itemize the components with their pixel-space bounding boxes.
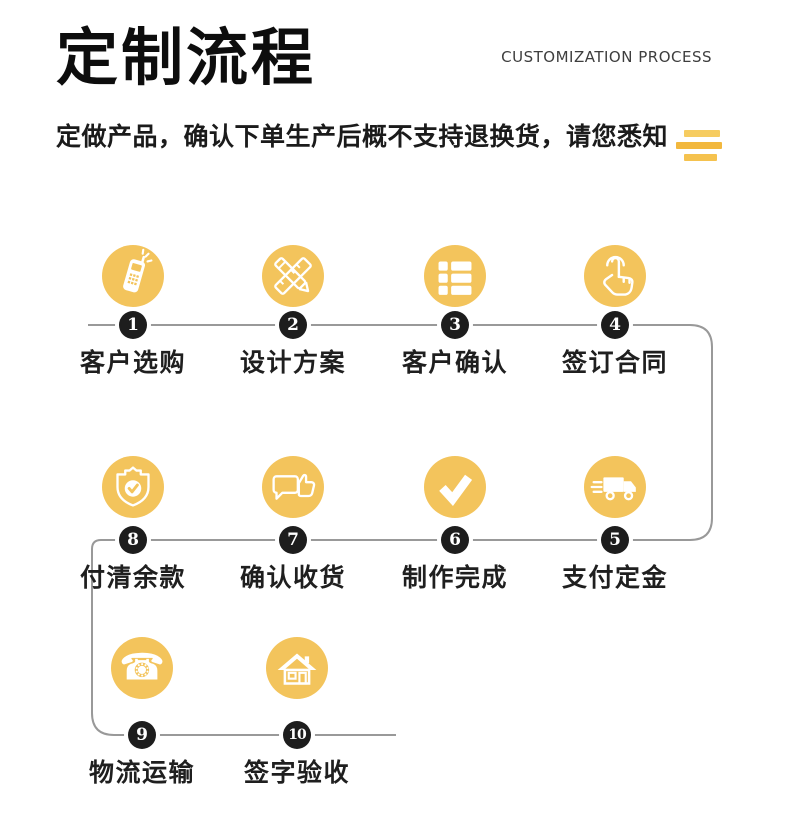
step-label: 客户选购 [79,348,186,377]
step-8: 8 付清余款 [53,456,213,594]
hamburger-bar [684,130,720,137]
step-5: 5 支付定金 [535,456,695,594]
step-number-badge: 4 [601,311,629,339]
step-number-badge: 7 [279,526,307,554]
step-label: 签订合同 [561,348,668,377]
step-label: 物流运输 [88,758,195,787]
step-label: 制作完成 [401,563,508,592]
thumbs-up-bubble-icon [262,456,324,518]
step-number-badge: 9 [128,721,156,749]
step-9: ☎ 9 物流运输 [62,637,222,789]
step-4: 4 签订合同 [535,245,695,379]
step-label: 设计方案 [239,348,346,377]
cellphone-icon [102,245,164,307]
delivery-truck-icon [584,456,646,518]
ruler-pencil-icon [262,245,324,307]
step-label: 支付定金 [561,563,668,592]
step-2: 2 设计方案 [213,245,373,379]
step-label: 客户确认 [401,348,508,377]
hamburger-bar [684,154,717,161]
step-number-badge: 2 [279,311,307,339]
step-3: 3 客户确认 [375,245,535,379]
step-number-badge: 10 [283,721,311,749]
checkmark-icon [424,456,486,518]
list-icon [424,245,486,307]
step-number-badge: 5 [601,526,629,554]
svg-text:☎: ☎ [119,646,165,689]
step-10: 10 签字验收 [217,637,377,789]
page-subtitle-english: CUSTOMIZATION PROCESS [501,48,712,66]
step-7: 7 确认收货 [213,456,373,594]
step-label: 签字验收 [243,758,350,787]
house-icon [266,637,328,699]
page-title: 定制流程 [56,21,317,94]
step-number-badge: 6 [441,526,469,554]
tap-hand-icon [584,245,646,307]
hamburger-bar [676,142,722,149]
return-policy-notice: 定做产品，确认下单生产后概不支持退换货，请您悉知 [56,122,669,151]
step-6: 6 制作完成 [375,456,535,594]
step-number-badge: 1 [119,311,147,339]
step-number-badge: 8 [119,526,147,554]
step-number-badge: 3 [441,311,469,339]
step-label: 确认收货 [239,563,346,592]
step-1: 1 客户选购 [53,245,213,379]
telephone-icon: ☎ [111,637,173,699]
step-label: 付清余款 [79,563,186,592]
shield-check-icon [102,456,164,518]
hamburger-icon [676,130,722,162]
